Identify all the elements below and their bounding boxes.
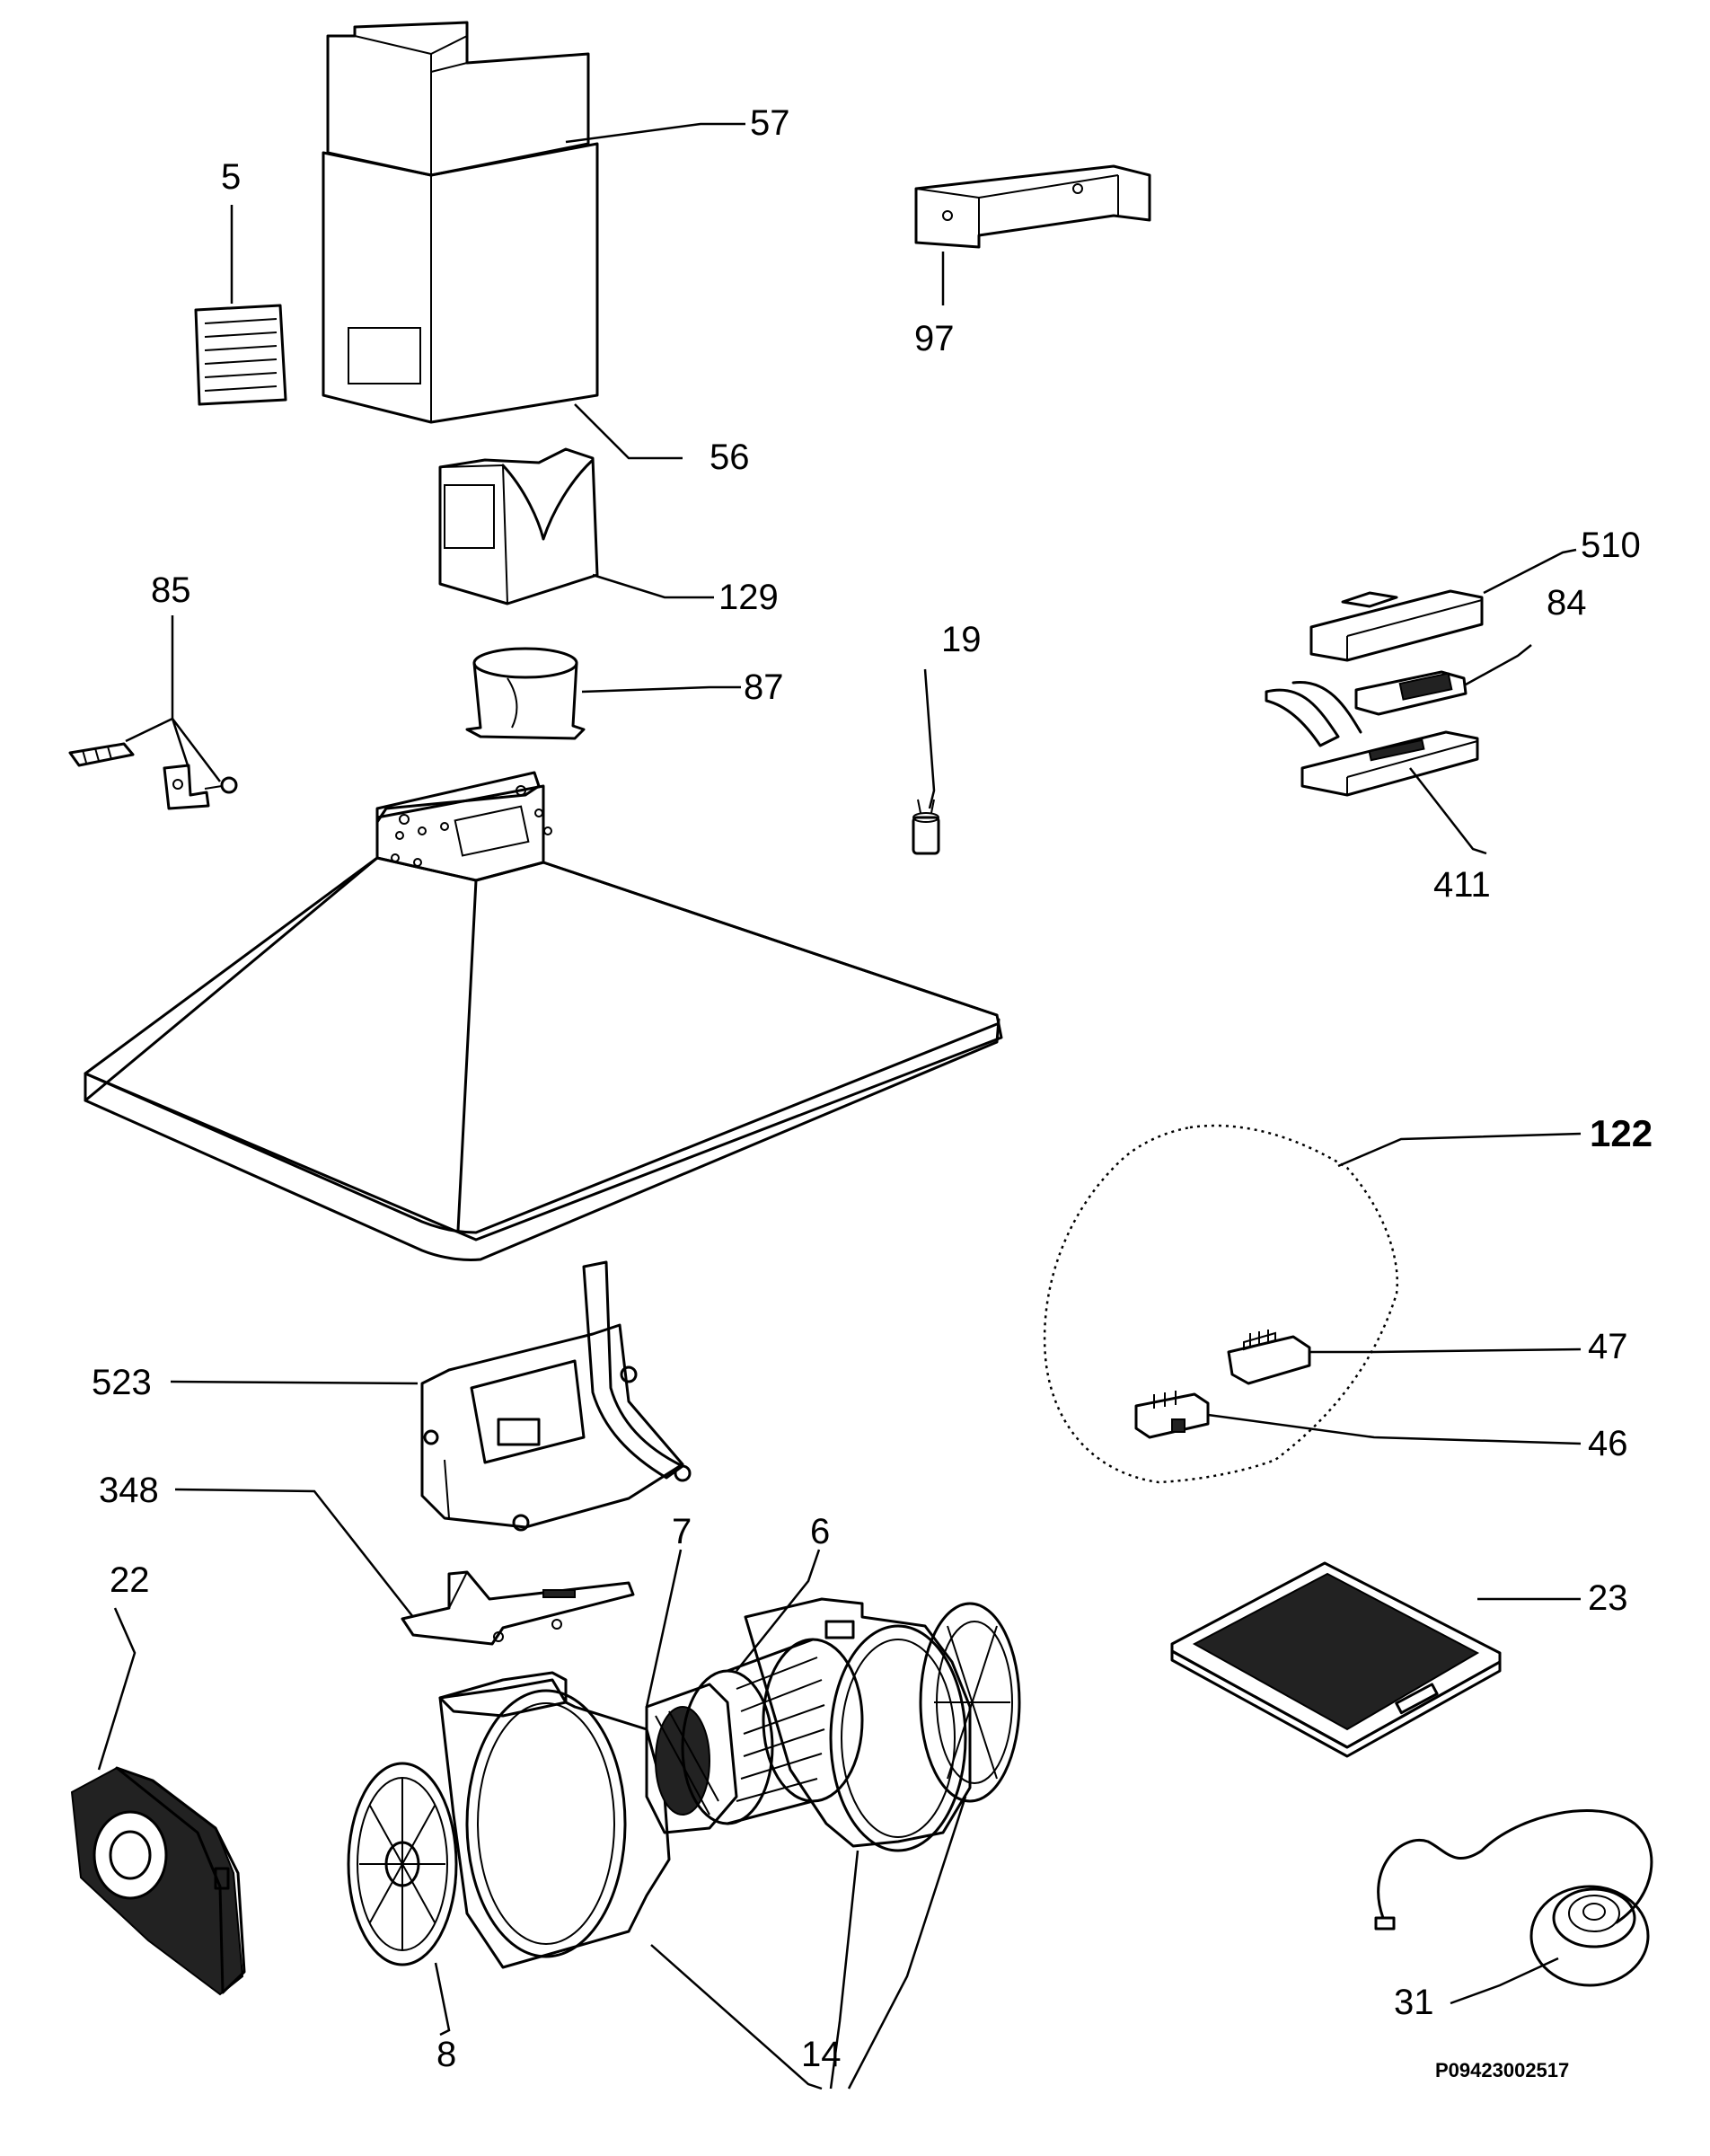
light-bulb — [1374, 1809, 1653, 1987]
control-board — [1354, 670, 1468, 716]
switch-46 — [1134, 1391, 1210, 1439]
part-labels: 57 5 97 56 129 85 87 19 510 84 411 122 4… — [92, 103, 1653, 2081]
label-23: 23 — [1588, 1578, 1628, 1618]
capacitor — [912, 799, 940, 855]
label-7: 7 — [672, 1512, 692, 1551]
label-46: 46 — [1588, 1424, 1628, 1463]
label-523: 523 — [92, 1363, 152, 1402]
fan-housing-right — [744, 1597, 972, 1852]
label-47: 47 — [1588, 1327, 1628, 1366]
label-348: 348 — [99, 1471, 159, 1510]
label-6: 6 — [810, 1512, 830, 1551]
mounting-kit — [68, 742, 238, 810]
label-97: 97 — [914, 319, 955, 358]
grease-filter — [1170, 1561, 1502, 1758]
label-8: 8 — [436, 2035, 456, 2074]
label-31: 31 — [1394, 1983, 1434, 2022]
label-57: 57 — [750, 103, 790, 143]
label-85: 85 — [151, 570, 191, 610]
label-5: 5 — [221, 157, 241, 197]
label-14: 14 — [801, 2035, 842, 2074]
wiring-zone — [1043, 1124, 1398, 1484]
label-84: 84 — [1547, 583, 1587, 623]
motor-plate — [401, 1570, 635, 1646]
drawing-code: P09423002517 — [1435, 2059, 1569, 2081]
duct-adaptor — [438, 447, 599, 605]
leader-lines — [97, 122, 1582, 2090]
fan-housing-left — [438, 1671, 671, 1969]
label-22: 22 — [110, 1560, 150, 1600]
label-122: 122 — [1590, 1112, 1653, 1154]
switch-47 — [1227, 1330, 1311, 1385]
fan-guard-right — [919, 1602, 1021, 1803]
label-56: 56 — [710, 437, 750, 477]
label-510: 510 — [1581, 526, 1641, 565]
chimney-lower — [322, 142, 599, 424]
label-411: 411 — [1433, 865, 1491, 905]
label-87: 87 — [744, 667, 784, 707]
control-housing — [1265, 681, 1479, 797]
control-cover — [1309, 589, 1484, 662]
flange-collar — [465, 647, 586, 740]
blower-wheel — [681, 1638, 864, 1825]
motor-support — [420, 1260, 692, 1532]
vent-grille — [194, 304, 287, 406]
wall-bracket — [914, 164, 1151, 249]
fan-guard-left — [347, 1762, 458, 1966]
hood-canopy — [84, 771, 1003, 1261]
charcoal-filter-round — [70, 1766, 246, 1996]
label-129: 129 — [718, 578, 779, 617]
motor — [645, 1683, 738, 1834]
label-19: 19 — [941, 620, 982, 659]
